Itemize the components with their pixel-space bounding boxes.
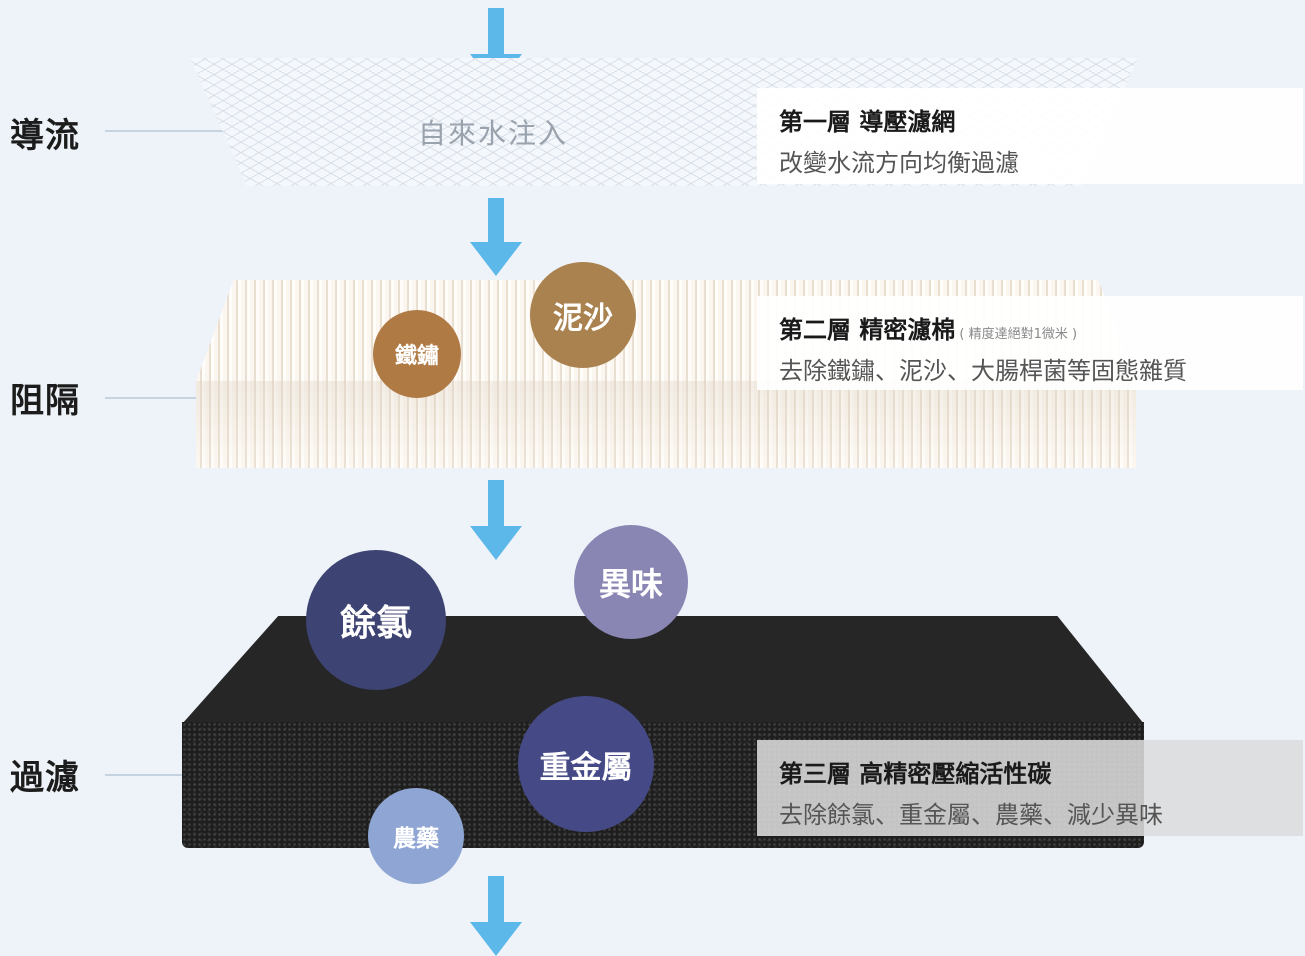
stage-connector-line	[105, 397, 250, 399]
layer3-info-box: 第三層 高精密壓縮活性碳 去除餘氯、重金屬、農藥、減少異味	[757, 740, 1303, 836]
layer1-info-box: 第一層 導壓濾網 改變水流方向均衡過濾	[757, 88, 1303, 184]
layer2-desc: 去除鐵鏽、泥沙、大腸桿菌等固態雜質	[779, 357, 1187, 385]
stage-connector-line	[105, 774, 250, 776]
stage-label-guide: 導流	[10, 116, 80, 156]
bubble-pesticide: 農藥	[368, 788, 464, 884]
stage-label-barrier: 阻隔	[10, 381, 80, 421]
layer2-precision-note: ( 精度達絕對1微米 )	[959, 327, 1078, 342]
layer3-desc: 去除餘氯、重金屬、農藥、減少異味	[779, 801, 1163, 829]
stage-connector-line	[105, 130, 250, 132]
flow-arrow-icon	[470, 876, 522, 956]
bubble-chlorine: 餘氯	[306, 550, 446, 690]
bubble-sand: 泥沙	[530, 262, 636, 368]
water-input-label: 自來水注入	[418, 117, 569, 150]
layer2-title: 第二層 精密濾棉( 精度達絕對1微米 )	[779, 310, 1281, 345]
flow-arrow-icon	[470, 480, 522, 560]
bubble-odor: 異味	[574, 525, 688, 639]
bubble-rust: 鐵鏽	[373, 310, 461, 398]
layer2-title-text: 第二層 精密濾棉	[779, 316, 956, 344]
layer1-title: 第一層 導壓濾網	[779, 108, 956, 136]
bubble-heavy-metal: 重金屬	[518, 696, 654, 832]
layer1-desc: 改變水流方向均衡過濾	[779, 149, 1019, 177]
stage-label-filter: 過濾	[10, 758, 80, 798]
cotton-filter-shading	[196, 381, 1136, 468]
layer2-info-box: 第二層 精密濾棉( 精度達絕對1微米 ) 去除鐵鏽、泥沙、大腸桿菌等固態雜質	[757, 296, 1303, 390]
layer3-title: 第三層 高精密壓縮活性碳	[779, 760, 1052, 788]
flow-arrow-icon	[470, 198, 522, 276]
